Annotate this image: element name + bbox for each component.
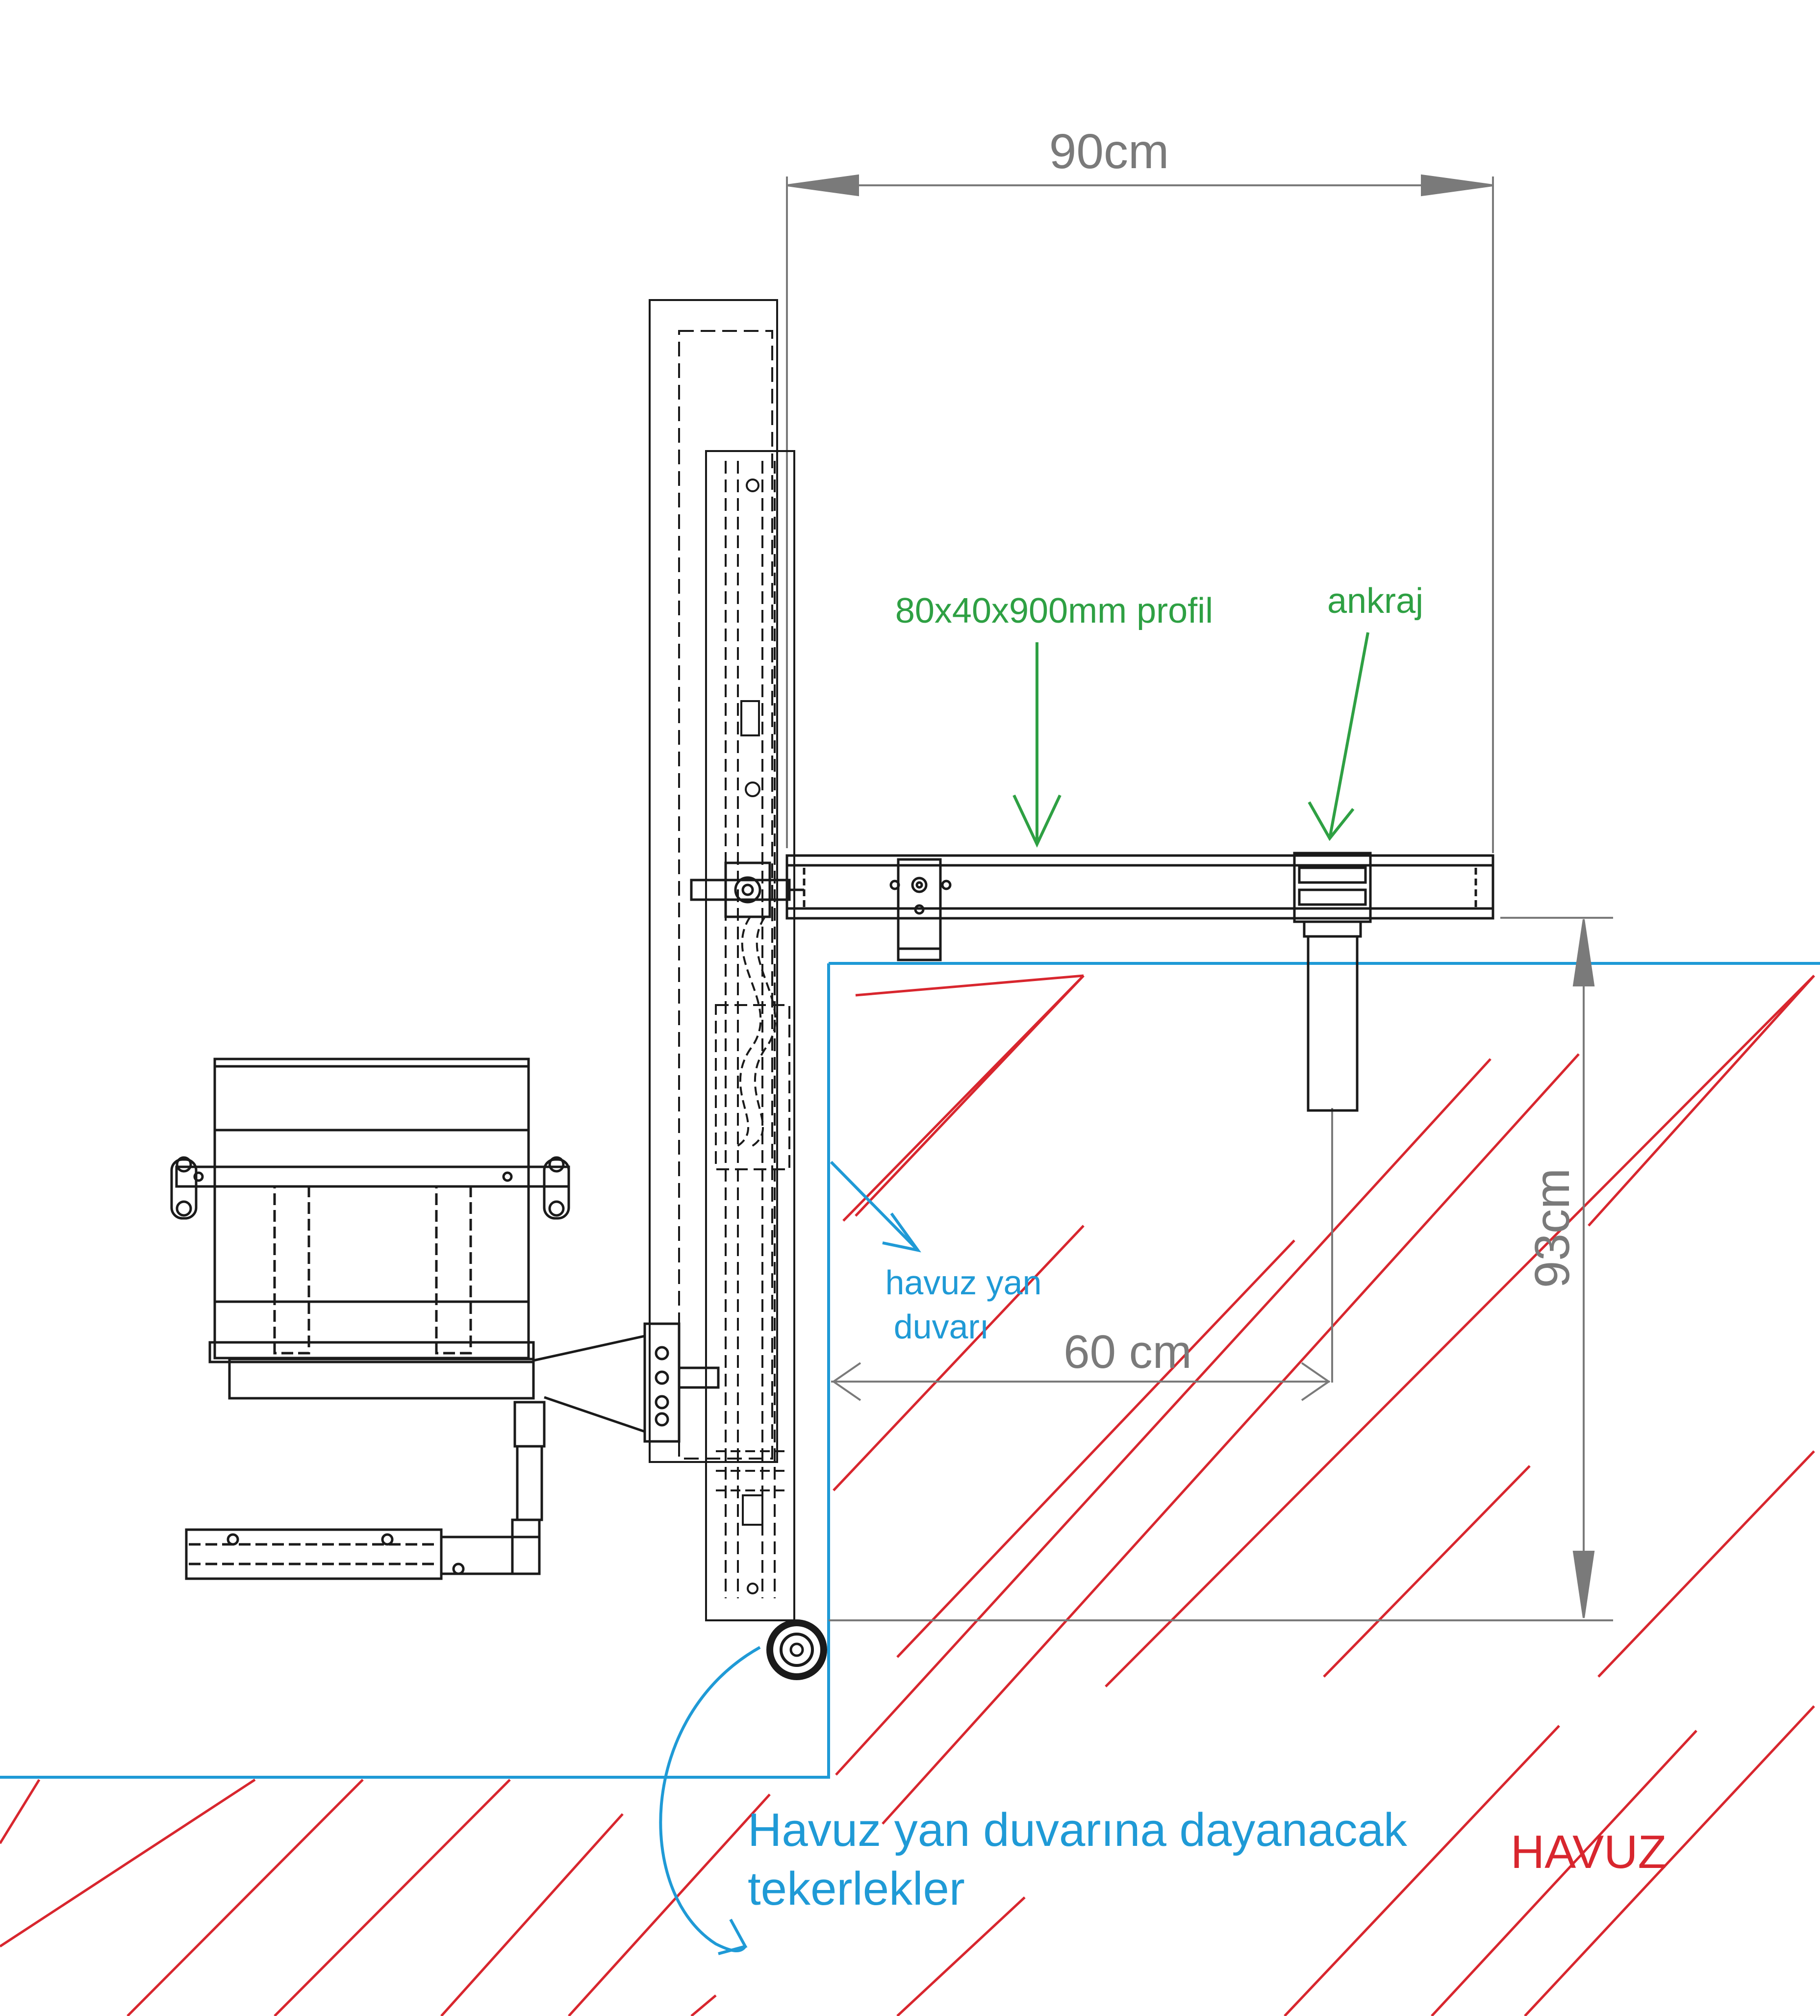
pool-edge-lines (0, 962, 1820, 1779)
lift-mast (649, 299, 795, 1621)
dimension-lines (786, 174, 1613, 1621)
blue-arrows (659, 1160, 921, 1955)
carriage-block (690, 861, 804, 918)
green-arrows (1012, 632, 1369, 848)
wall-label-line1: havuz yan (885, 1263, 1041, 1302)
pool-hatch (0, 974, 1815, 2016)
dim-inner-label: 60 cm (1063, 1326, 1191, 1378)
dim-side-label: 93cm (1525, 1168, 1580, 1288)
pool-label: HAVUZ (1511, 1826, 1667, 1878)
anchor-assembly (1293, 852, 1372, 1112)
lift-footrest (185, 1401, 546, 1580)
wall-label-line2: duvarı (894, 1308, 989, 1346)
profile-label: 80x40x900mm profil (895, 591, 1213, 630)
wheels-label-line1: Havuz yan duvarına dayanacak (748, 1804, 1408, 1856)
dim-top-label: 90cm (1049, 124, 1169, 179)
profile-beam (785, 854, 1494, 961)
wheels-label-line2: tekerlekler (748, 1863, 965, 1915)
lift-seat (170, 1058, 720, 1443)
anchor-label: ankraj (1327, 581, 1423, 621)
wall-wheel (766, 1619, 827, 1680)
